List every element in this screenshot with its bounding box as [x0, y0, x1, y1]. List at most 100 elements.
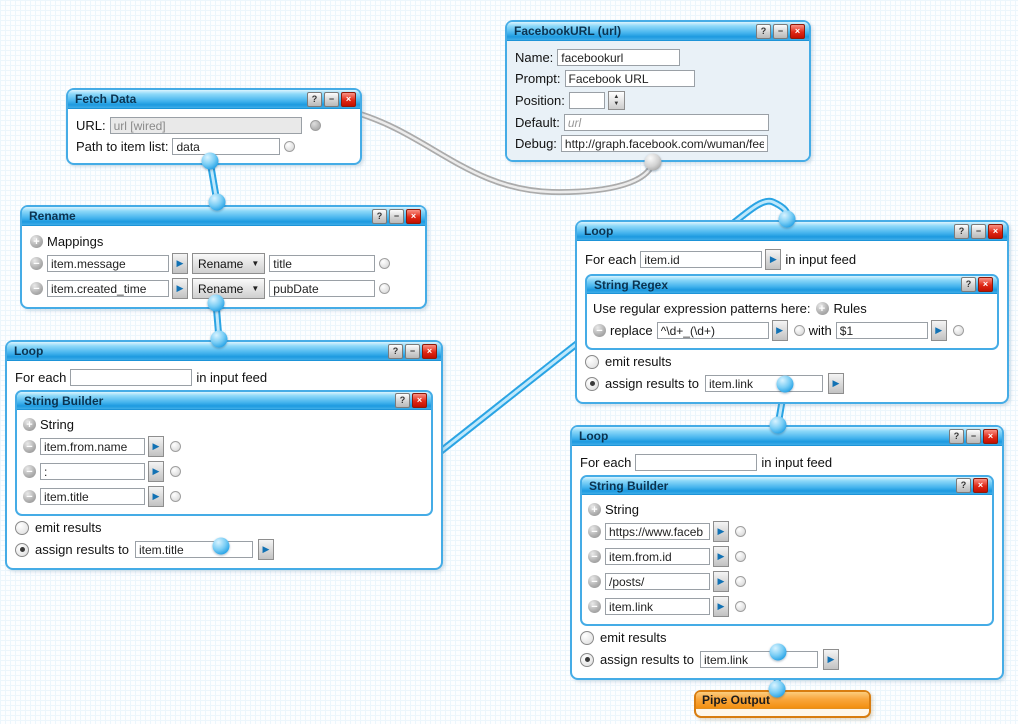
spinner-down-icon[interactable]: ▼: [613, 100, 620, 107]
arrow-icon[interactable]: ▶: [930, 320, 947, 341]
arrow-icon[interactable]: ▶: [771, 320, 788, 341]
string-builder-titlebar[interactable]: String Builder ? ×: [582, 477, 992, 495]
part-port[interactable]: [735, 576, 746, 587]
rule-port[interactable]: [379, 258, 391, 269]
part-port[interactable]: [170, 441, 181, 452]
wire-endpoint-facebookurl-out[interactable]: [644, 153, 662, 171]
minimize-icon[interactable]: −: [389, 208, 404, 224]
close-icon[interactable]: ×: [983, 428, 998, 444]
for-each-input[interactable]: [640, 251, 763, 268]
rename-op-select[interactable]: Rename ▼: [192, 278, 266, 299]
string-part-input[interactable]: [40, 488, 145, 505]
minimize-icon[interactable]: −: [324, 91, 339, 107]
arrow-icon[interactable]: ▶: [822, 649, 839, 670]
rule-port[interactable]: [379, 283, 391, 294]
assign-target-input[interactable]: [704, 375, 823, 392]
arrow-icon[interactable]: ▶: [148, 461, 164, 482]
help-icon[interactable]: ?: [307, 91, 322, 107]
debug-input[interactable]: [560, 135, 768, 152]
module-fetch-data-titlebar[interactable]: Fetch Data ? − ×: [68, 90, 360, 109]
arrow-icon[interactable]: ▶: [148, 486, 164, 507]
arrow-icon[interactable]: ▶: [765, 249, 782, 270]
add-icon[interactable]: +: [30, 235, 43, 248]
help-icon[interactable]: ?: [956, 478, 971, 493]
close-icon[interactable]: ×: [978, 277, 993, 292]
position-input[interactable]: [568, 92, 605, 109]
remove-icon[interactable]: −: [23, 465, 36, 478]
string-part-input[interactable]: [605, 548, 710, 565]
wire-endpoint-loop3-in[interactable]: [769, 416, 787, 434]
default-input[interactable]: [563, 114, 769, 131]
wire-endpoint-loop1-out[interactable]: [212, 537, 230, 555]
spinner-up-icon[interactable]: ▲: [613, 93, 620, 100]
assign-results-radio[interactable]: [585, 376, 599, 391]
for-each-input[interactable]: [635, 454, 758, 471]
arrow-icon[interactable]: ▶: [172, 253, 188, 274]
module-loop1-titlebar[interactable]: Loop ? − ×: [7, 342, 441, 361]
path-port[interactable]: [284, 141, 296, 152]
string-part-input[interactable]: [40, 463, 145, 480]
arrow-icon[interactable]: ▶: [148, 436, 164, 457]
rename-op-select[interactable]: Rename ▼: [192, 253, 266, 274]
arrow-icon[interactable]: ▶: [713, 571, 729, 592]
close-icon[interactable]: ×: [790, 23, 805, 39]
minimize-icon[interactable]: −: [966, 428, 981, 444]
remove-icon[interactable]: −: [30, 282, 43, 295]
close-icon[interactable]: ×: [406, 208, 421, 224]
remove-icon[interactable]: −: [23, 490, 36, 503]
remove-icon[interactable]: −: [30, 257, 43, 270]
remove-icon[interactable]: −: [588, 550, 601, 563]
emit-results-radio[interactable]: [15, 520, 29, 535]
assign-target-input[interactable]: [699, 651, 818, 668]
help-icon[interactable]: ?: [388, 343, 403, 359]
arrow-icon[interactable]: ▶: [827, 373, 844, 394]
part-port[interactable]: [735, 601, 746, 612]
help-icon[interactable]: ?: [949, 428, 964, 444]
remove-icon[interactable]: −: [588, 600, 601, 613]
string-regex-titlebar[interactable]: String Regex ? ×: [587, 276, 997, 294]
remove-icon[interactable]: −: [588, 575, 601, 588]
minimize-icon[interactable]: −: [971, 223, 986, 239]
remove-icon[interactable]: −: [588, 525, 601, 538]
close-icon[interactable]: ×: [341, 91, 356, 107]
part-port[interactable]: [735, 526, 746, 537]
string-part-input[interactable]: [40, 438, 145, 455]
module-facebookurl-titlebar[interactable]: FacebookURL (url) ? − ×: [507, 22, 809, 41]
string-part-input[interactable]: [605, 573, 710, 590]
arrow-icon[interactable]: ▶: [713, 546, 729, 567]
arrow-icon[interactable]: ▶: [713, 521, 729, 542]
path-input[interactable]: [172, 138, 281, 155]
arrow-icon[interactable]: ▶: [713, 596, 729, 617]
arrow-icon[interactable]: ▶: [257, 539, 274, 560]
close-icon[interactable]: ×: [422, 343, 437, 359]
regex-pattern-input[interactable]: [656, 322, 769, 339]
wire-endpoint-loop2-out[interactable]: [776, 375, 794, 393]
help-icon[interactable]: ?: [372, 208, 387, 224]
close-icon[interactable]: ×: [412, 393, 427, 408]
wire-endpoint-loop3-out[interactable]: [769, 643, 787, 661]
add-icon[interactable]: +: [588, 503, 601, 516]
regex-with-input[interactable]: [835, 322, 928, 339]
pipe-output-titlebar[interactable]: Pipe Output: [696, 692, 869, 709]
rename-field-input[interactable]: [47, 255, 169, 272]
part-port[interactable]: [170, 491, 181, 502]
url-port[interactable]: [309, 120, 321, 131]
for-each-input[interactable]: [70, 369, 193, 386]
rename-to-input[interactable]: [269, 255, 376, 272]
module-loop2-titlebar[interactable]: Loop ? − ×: [577, 222, 1007, 241]
pattern-port[interactable]: [793, 325, 805, 336]
part-port[interactable]: [735, 551, 746, 562]
add-icon[interactable]: +: [815, 302, 829, 315]
close-icon[interactable]: ×: [973, 478, 988, 493]
help-icon[interactable]: ?: [395, 393, 410, 408]
position-spinner[interactable]: ▲ ▼: [607, 91, 625, 110]
wire-endpoint-pipeoutput-in[interactable]: [768, 680, 786, 698]
string-builder-titlebar[interactable]: String Builder ? ×: [17, 392, 431, 410]
prompt-input[interactable]: [564, 70, 695, 87]
minimize-icon[interactable]: −: [773, 23, 788, 39]
wire-endpoint-rename-out[interactable]: [207, 294, 225, 312]
assign-target-input[interactable]: [134, 541, 253, 558]
minimize-icon[interactable]: −: [405, 343, 420, 359]
wire-endpoint-fetchdata-out[interactable]: [201, 152, 219, 170]
assign-results-radio[interactable]: [15, 542, 29, 557]
